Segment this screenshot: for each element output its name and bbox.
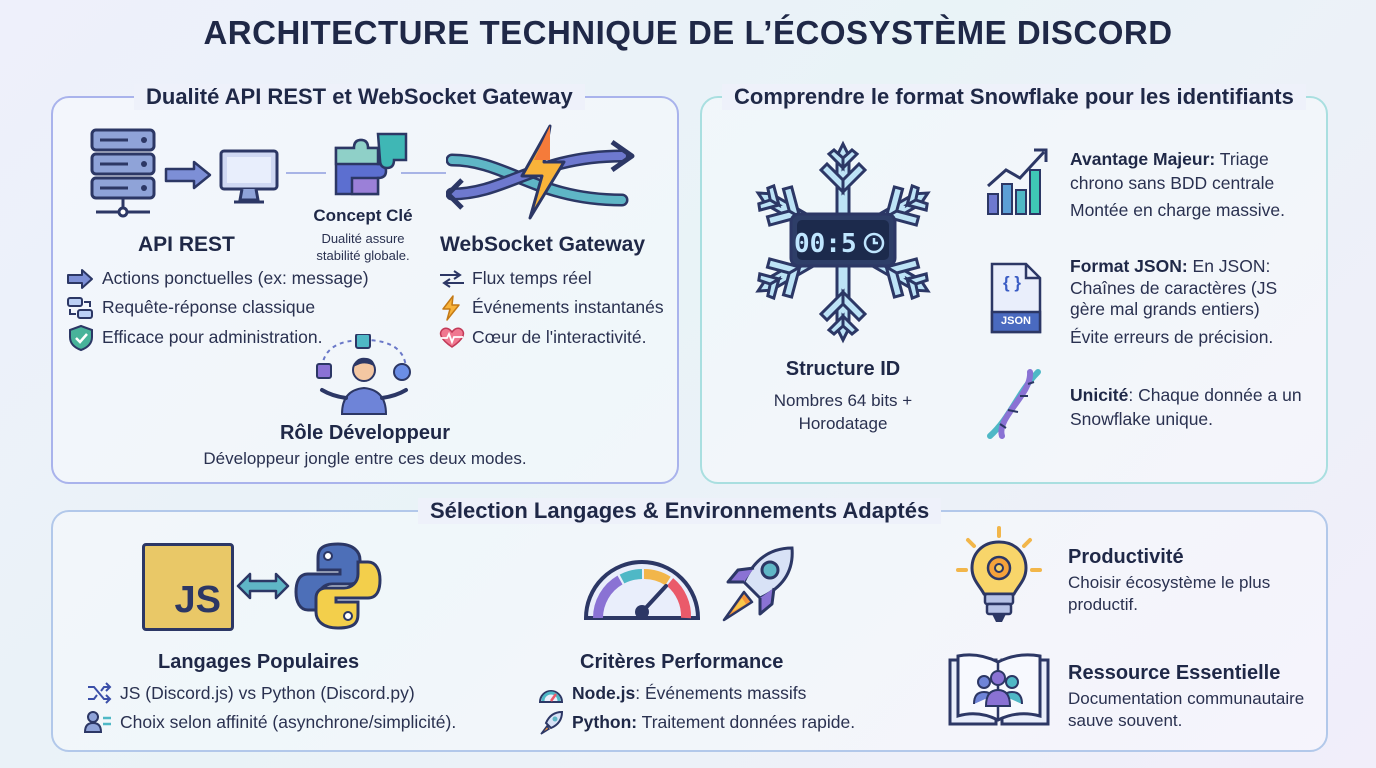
panel1-title: Dualité API REST et WebSocket Gateway xyxy=(134,84,585,110)
advantage-label: Avantage Majeur: xyxy=(1070,149,1216,169)
growth-chart-icon xyxy=(987,148,1048,215)
panel3-title: Sélection Langages & Environnements Adap… xyxy=(418,498,942,524)
ws-item-1: Flux temps réel xyxy=(472,268,592,288)
json-label: Format JSON: xyxy=(1070,256,1188,276)
lightning-icon xyxy=(442,295,460,321)
unique-line1: : Chaque donnée a un xyxy=(1128,385,1302,405)
json-text: Format JSON: En JSON: Chaînes de caractè… xyxy=(1070,256,1277,348)
advantage-line1: Triage xyxy=(1215,149,1269,169)
json-line3: gère mal grands entiers) xyxy=(1070,299,1260,319)
resource-heading: Ressource Essentielle xyxy=(1068,662,1281,684)
resource-line1: Documentation communautaire xyxy=(1068,689,1305,708)
server-icon xyxy=(90,128,156,218)
productivity-line1: Choisir écosystème le plus xyxy=(1068,573,1271,592)
connector-line xyxy=(286,172,446,174)
snowflake-clock-display: 00:5 xyxy=(794,229,857,259)
page-title: ARCHITECTURE TECHNIQUE DE L’ÉCOSYSTÈME D… xyxy=(203,14,1173,51)
js-logo-text: JS xyxy=(174,579,221,621)
languages-item-2: Choix selon affinité (asynchrone/simplic… xyxy=(120,712,457,732)
book-community-icon xyxy=(948,653,1050,726)
performance-item1-label: Node.js xyxy=(572,683,636,703)
advantage-text: Avantage Majeur: Triage chrono sans BDD … xyxy=(1070,148,1285,223)
arrow-right-icon xyxy=(164,160,212,190)
dev-heading: Rôle Développeur xyxy=(279,422,451,444)
lightbulb-gear-icon xyxy=(956,526,1042,622)
rocket-small-icon xyxy=(540,710,564,735)
json-line2: Chaînes de caractères (JS xyxy=(1070,277,1278,298)
json-braces: { } xyxy=(1003,273,1021,292)
performance-heading: Critères Performance xyxy=(580,651,784,673)
puzzle-icon xyxy=(334,132,408,196)
rest-item-3: Efficace pour administration. xyxy=(102,327,323,347)
js-logo-icon: JS xyxy=(142,543,234,631)
rest-item-2: Requête-réponse classique xyxy=(102,297,316,317)
json-line4: Évite erreurs de précision. xyxy=(1070,326,1274,347)
concept-line1: Dualité assure xyxy=(321,231,405,246)
unique-line2: Snowflake unique. xyxy=(1070,408,1214,429)
performance-item-2: Python: Traitement données rapide. xyxy=(572,712,855,733)
productivity-line2: productif. xyxy=(1068,595,1138,614)
performance-item-1: Node.js: Événements massifs xyxy=(572,683,806,704)
structure-heading: Structure ID xyxy=(785,358,901,380)
concept-line2: stabilité globale. xyxy=(316,248,410,263)
json-file-icon xyxy=(990,262,1042,334)
rocket-icon xyxy=(722,546,794,622)
heart-pulse-icon xyxy=(439,327,465,348)
json-line1: En JSON: xyxy=(1187,256,1271,276)
performance-item2-label: Python: xyxy=(572,712,638,732)
double-arrow-icon xyxy=(236,572,290,600)
ws-item-3: Cœur de l'interactivité. xyxy=(472,327,647,347)
python-logo-icon xyxy=(294,542,382,630)
gauge-small-icon xyxy=(538,690,564,703)
advantage-line3: Montée en charge massive. xyxy=(1070,200,1285,220)
languages-heading: Langages Populaires xyxy=(158,651,360,673)
clock-icon xyxy=(863,232,885,254)
structure-text: Nombres 64 bits + Horodatage xyxy=(740,389,946,435)
arrow-right-small-icon xyxy=(67,269,93,289)
shuffle-icon xyxy=(88,682,112,704)
monitor-icon xyxy=(219,149,279,204)
speedometer-icon xyxy=(583,560,701,620)
snowflake-icon xyxy=(748,140,938,342)
resource-text: Documentation communautaire sauve souven… xyxy=(1068,688,1304,732)
websocket-arrows-icon xyxy=(446,124,635,220)
resource-line2: sauve souvent. xyxy=(1068,711,1183,730)
stream-arrows-icon xyxy=(440,270,464,288)
ws-item-2: Événements instantanés xyxy=(472,297,664,317)
productivity-text: Choisir écosystème le plus productif. xyxy=(1068,572,1270,616)
rest-heading: API REST xyxy=(138,233,235,256)
unique-text: Unicité: Chaque donnée a un Snowflake un… xyxy=(1070,384,1302,431)
advantage-line2: chrono sans BDD centrale xyxy=(1070,172,1275,193)
concept-text: Dualité assure stabilité globale. xyxy=(300,230,426,264)
json-badge: JSON xyxy=(1001,315,1031,327)
dna-icon xyxy=(987,369,1041,439)
users-choice-icon xyxy=(84,711,111,733)
panel2-title: Comprendre le format Snowflake pour les … xyxy=(722,84,1306,110)
performance-item2-text: Traitement données rapide. xyxy=(637,712,856,732)
rest-item-1: Actions ponctuelles (ex: message) xyxy=(102,268,369,288)
structure-line2: Horodatage xyxy=(798,414,888,433)
productivity-heading: Productivité xyxy=(1068,546,1184,568)
shield-check-icon xyxy=(69,324,93,352)
structure-line1: Nombres 64 bits + xyxy=(773,391,913,410)
developer-juggling-icon xyxy=(316,334,411,415)
request-response-icon xyxy=(67,297,93,319)
dev-text: Développeur jongle entre ces deux modes. xyxy=(203,449,527,468)
unique-label: Unicité xyxy=(1070,385,1129,405)
ws-heading: WebSocket Gateway xyxy=(440,233,646,256)
performance-item1-text: : Événements massifs xyxy=(635,683,807,703)
panel-languages xyxy=(51,510,1328,752)
concept-heading: Concept Clé xyxy=(313,206,413,225)
languages-item-1: JS (Discord.js) vs Python (Discord.py) xyxy=(120,683,415,703)
